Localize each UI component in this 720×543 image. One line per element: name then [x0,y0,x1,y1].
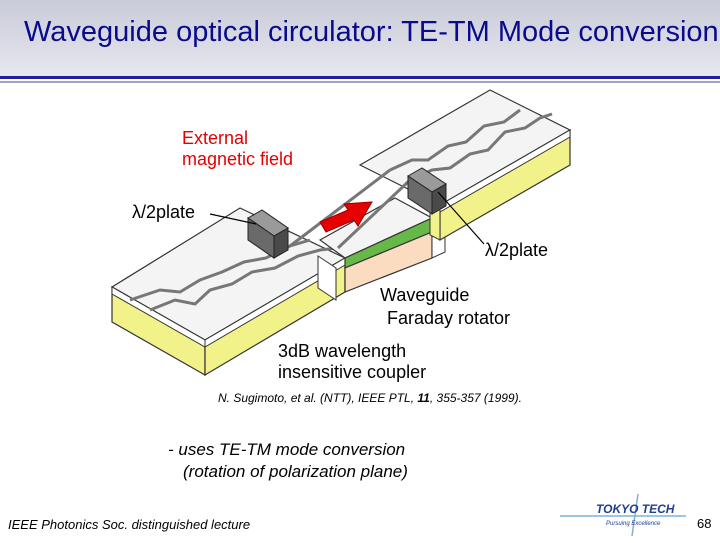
note-line-1: - uses TE-TM mode conversion [168,440,406,459]
external-field-line-1: External [182,128,249,148]
coupler-line-1: 3dB wavelength [278,341,407,361]
citation-pages: , 355-357 (1999). [429,391,522,405]
waveguide-lines [289,168,412,250]
waveguide-label: Waveguide [380,285,470,305]
lambda-plate-right [407,167,447,215]
leader-lines [209,191,485,245]
lambda-plate-left [247,209,289,259]
title-divider-light [0,81,720,83]
faraday-rotator-label: Faraday rotator [387,308,511,328]
citation-volume: 11 [417,391,430,405]
lambda-plate-right-label: λ/2plate [485,240,549,260]
tokyo-tech-logo: TOKYO TECH Pursuing Excellence [558,492,688,538]
magnetic-field-arrow [319,201,373,233]
logo-tagline: Pursuing Excellence [606,521,661,527]
title-bar: Waveguide optical circulator: TE-TM Mode… [0,0,720,76]
lambda-plate-left-label: λ/2plate [132,202,196,222]
slide-title: Waveguide optical circulator: TE-TM Mode… [24,16,719,48]
faraday-rotator [317,197,446,301]
page-number: 68 [697,516,712,531]
left-chip [110,207,347,377]
external-field-line-2: magnetic field [182,149,294,169]
coupler-label: 3dB wavelength insensitive coupler [278,341,426,383]
title-divider [0,76,720,79]
logo-name: TOKYO TECH [596,502,675,516]
external-field-label: External magnetic field [182,128,293,170]
footer-text: IEEE Photonics Soc. distinguished lectur… [8,517,251,532]
coupler-line-2: insensitive coupler [278,362,427,382]
note-line-2: (rotation of polarization plane) [183,462,408,481]
citation: N. Sugimoto, et al. (NTT), IEEE PTL, 11,… [218,391,522,405]
citation-authors: N. Sugimoto, et al. (NTT), IEEE PTL, [218,391,418,405]
tokyo-tech-logo-graphic: TOKYO TECH Pursuing Excellence [560,493,686,537]
